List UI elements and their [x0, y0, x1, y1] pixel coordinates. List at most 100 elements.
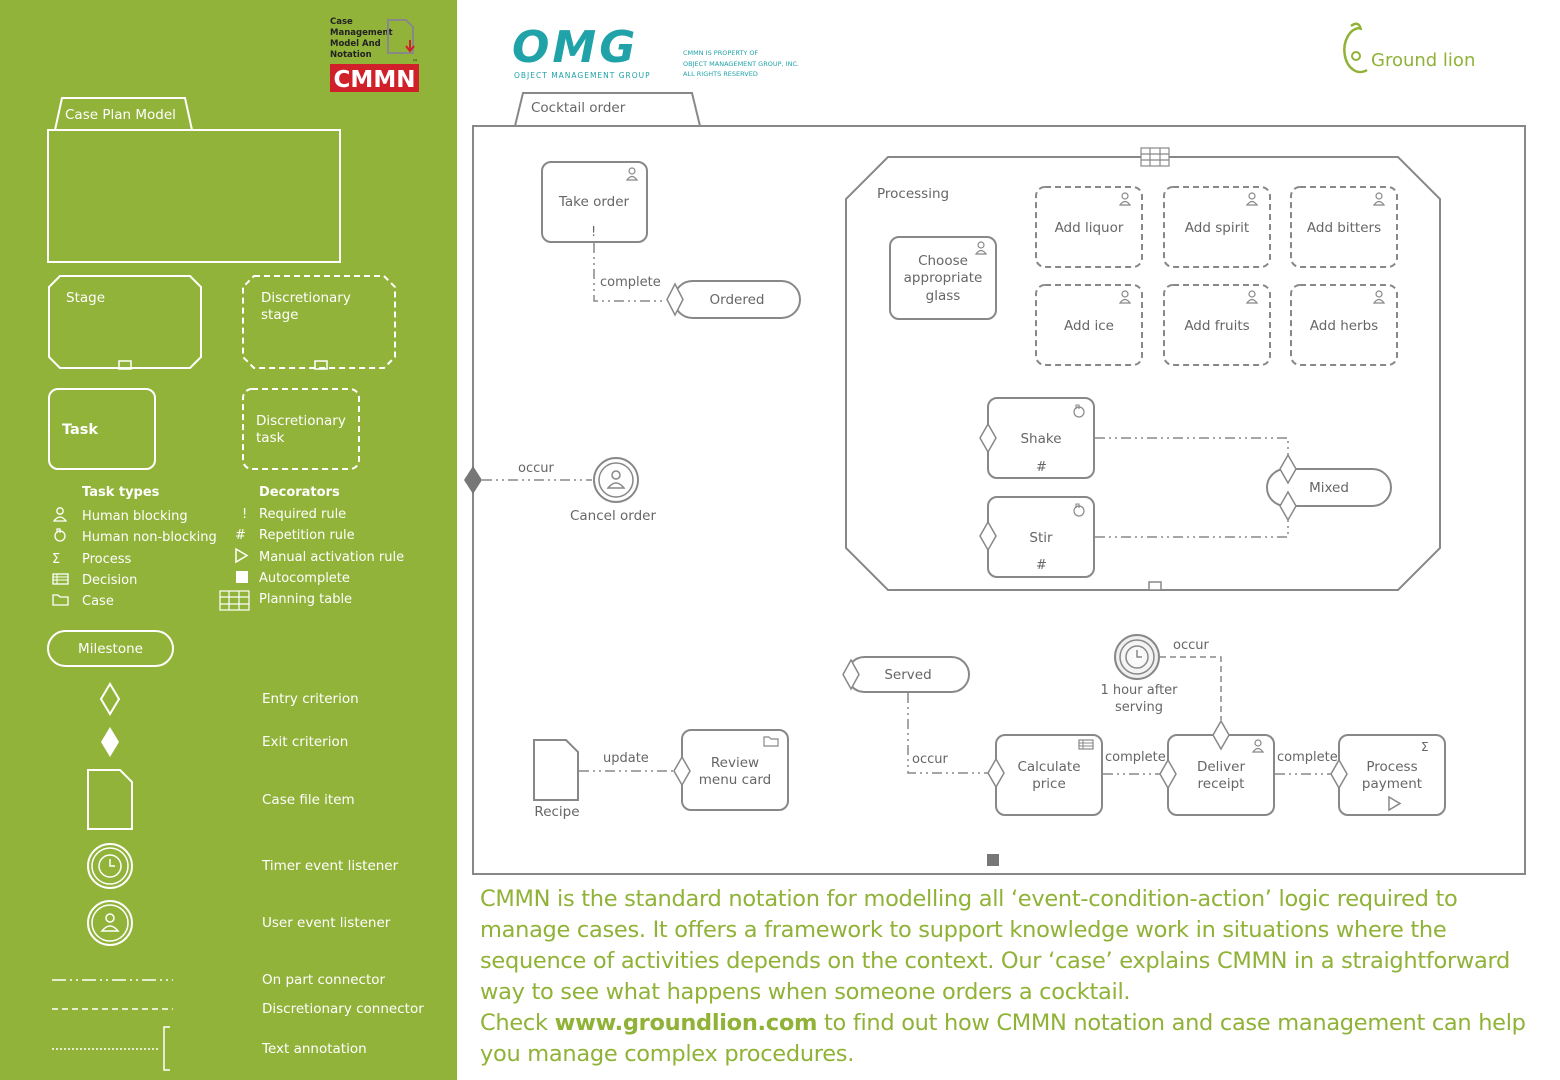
manual-activation-icon	[1388, 795, 1402, 812]
legend-svg: Case Management Model And Notation CMMN …	[47, 17, 424, 1071]
process-payment-task	[1338, 734, 1446, 816]
check-text: Check	[480, 1010, 548, 1036]
payment-label-2: payment	[1362, 776, 1422, 792]
exit-criterion-icon	[101, 727, 119, 757]
choose-glass-task	[889, 236, 997, 320]
stage-collapse-icon	[118, 360, 132, 370]
served-calc-connector	[907, 693, 988, 774]
disc-stage-label-1: Discretionary	[261, 290, 351, 306]
case-plan-model-shape	[47, 97, 341, 263]
logo-arrow-icon	[405, 40, 415, 53]
calc-label-2: price	[1032, 776, 1066, 792]
human-nonblocking-icon	[54, 528, 66, 542]
repetition-rule-icon: #	[235, 528, 246, 543]
payment-label-1: Process	[1366, 759, 1417, 775]
disc-task-shape	[242, 388, 360, 470]
disc-stage-collapse-icon	[314, 360, 328, 370]
logo-brand-box	[330, 64, 419, 92]
ordered-label: Ordered	[710, 292, 765, 308]
processing-stage	[845, 156, 1441, 591]
autocomplete-icon	[236, 571, 248, 583]
omg-logo: OMG OBJECT MANAGEMENT GROUP	[512, 22, 651, 80]
property-notice-3: ALL RIGHTS RESERVED	[683, 70, 758, 78]
decorator-required: Required rule	[259, 507, 346, 522]
decorator-autocomplete: Autocomplete	[259, 571, 350, 586]
task-type-process: Process	[82, 552, 132, 567]
omg-wordmark: OMG	[512, 22, 638, 73]
occur-label-timer: occur	[1173, 638, 1209, 653]
mixed-entry-criterion-2	[1279, 490, 1297, 522]
add-herbs-label: Add herbs	[1310, 318, 1378, 334]
human-nonblocking-icon	[1073, 503, 1085, 517]
decorator-manual-activation: Manual activation rule	[259, 550, 404, 565]
property-notice-1: CMMN IS PROPERTY OF	[683, 49, 759, 57]
logo-brand: CMMN	[334, 67, 416, 93]
text-annotation-label: Text annotation	[261, 1041, 367, 1057]
omg-subtitle: OBJECT MANAGEMENT GROUP	[514, 71, 651, 80]
calculate-price-task	[995, 734, 1103, 816]
add-herbs-task: Add herbs	[1290, 284, 1398, 366]
entry-criterion-label: Entry criterion	[262, 691, 359, 707]
disc-stage-label-2: stage	[261, 307, 298, 323]
human-blocking-icon	[52, 507, 68, 522]
served-label: Served	[884, 667, 931, 683]
groundlion-link[interactable]: www.groundlion.com	[554, 1010, 818, 1036]
groundlion-logo: Ground lion	[1343, 22, 1475, 74]
milestone-shape	[47, 630, 174, 667]
task-type-decision: Decision	[82, 573, 137, 588]
take-order-ordered-connector	[593, 243, 666, 302]
manual-activation-icon	[235, 547, 249, 564]
case-autocomplete-icon	[987, 854, 999, 866]
mixed-milestone	[1266, 468, 1392, 507]
take-order-task	[541, 161, 648, 243]
case-file-item-label: Case file item	[262, 792, 355, 808]
case-plan-model-label: Case Plan Model	[65, 107, 176, 123]
task-type-human-nonblocking: Human non-blocking	[82, 530, 217, 545]
connector-complete-label-1: complete	[600, 275, 661, 290]
occur-label-served: occur	[912, 752, 948, 767]
disc-stage-shape	[242, 275, 396, 369]
timer-label-1: 1 hour after	[1100, 683, 1178, 698]
choose-glass-label-1: Choose	[918, 253, 968, 269]
property-notice-2: OBJECT MANAGEMENT GROUP, INC.	[683, 60, 799, 68]
deliver-entry-criterion-2	[1212, 719, 1230, 751]
choose-glass-label-3: glass	[926, 288, 961, 304]
case-exit-criterion	[464, 466, 482, 494]
description: CMMN is the standard notation for modell…	[480, 884, 1540, 1070]
human-blocking-icon	[625, 167, 639, 181]
choose-glass-label-2: appropriate	[904, 270, 983, 286]
add-fruits-task: Add fruits	[1163, 284, 1271, 366]
ordered-entry-criterion	[666, 282, 684, 317]
case-name-label: Cocktail order	[531, 100, 626, 116]
timer-label-2: serving	[1115, 700, 1163, 715]
planning-table-icon	[1140, 147, 1170, 167]
case-folder-icon	[763, 736, 779, 747]
user-event-label: User event listener	[262, 915, 391, 931]
disc-task-label-1: Discretionary	[256, 413, 346, 429]
logo-line1: Case	[330, 17, 353, 27]
human-blocking-icon	[1245, 192, 1259, 206]
add-spirit-task: Add spirit	[1163, 186, 1271, 268]
payment-entry-criterion	[1330, 758, 1348, 790]
user-event-icon	[87, 900, 133, 946]
stage-label: Stage	[66, 290, 105, 306]
repetition-rule-icon: #	[1036, 460, 1047, 475]
logo-tm: ™	[412, 59, 418, 66]
human-blocking-icon	[1372, 290, 1386, 304]
timer-deliver-connector	[1160, 656, 1222, 720]
processing-collapse-icon	[1148, 581, 1162, 591]
add-liquor-label: Add liquor	[1055, 220, 1124, 236]
exit-criterion-label: Exit criterion	[262, 734, 348, 750]
case-plan-frame	[472, 92, 1526, 875]
required-rule-icon: !	[591, 225, 596, 240]
milestone-label: Milestone	[78, 641, 143, 657]
human-blocking-icon	[1245, 290, 1259, 304]
shake-label: Shake	[1020, 431, 1061, 447]
calc-label-1: Calculate	[1017, 759, 1080, 775]
stir-entry-criterion	[979, 520, 997, 552]
cancel-order-label: Cancel order	[570, 508, 656, 524]
groundlion-icon	[1343, 22, 1368, 74]
decorator-planning-table: Planning table	[259, 592, 352, 607]
task-type-case: Case	[82, 594, 114, 609]
on-part-connector-label: On part connector	[262, 972, 386, 988]
